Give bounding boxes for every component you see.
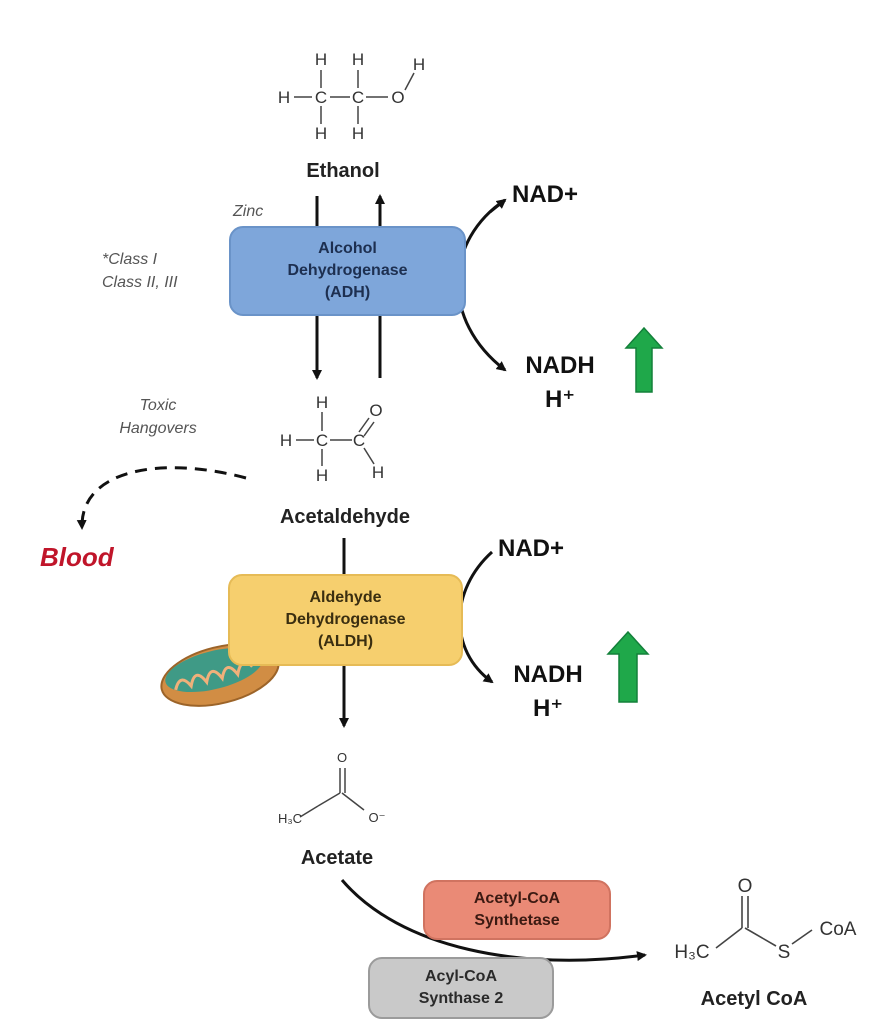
class-note: *Class I Class II, III xyxy=(102,248,178,294)
atom-label: C xyxy=(316,431,328,450)
enzyme-label-line: Aldehyde xyxy=(309,589,382,606)
atom-label: H xyxy=(280,431,292,450)
acyl-coa-synthase-2-box: Acyl-CoA Synthase 2 xyxy=(368,957,554,1019)
nadh-increase-arrow-bottom xyxy=(606,630,650,703)
enzyme-label-line: (ALDH) xyxy=(317,633,374,650)
atom-label: O xyxy=(337,750,347,765)
ethanol-label: Ethanol xyxy=(306,160,380,182)
aldh-enzyme-box: Aldehyde Dehydrogenase (ALDH) xyxy=(228,574,463,666)
nad-plus-top: NAD+ xyxy=(512,181,579,208)
zinc-note: Zinc xyxy=(233,203,264,220)
atom-label: O⁻ xyxy=(369,810,386,825)
enzyme-label-line: Dehydrogenase xyxy=(285,611,406,628)
atom-label: O xyxy=(738,876,753,897)
class-note-line: Class II, III xyxy=(102,274,178,291)
toxic-note-line: Toxic xyxy=(139,397,177,414)
atom-label: H xyxy=(315,124,327,143)
enzyme-label-line: (ADH) xyxy=(324,284,371,301)
acetyl-coa-synthetase-box: Acetyl-CoA Synthetase xyxy=(423,880,611,940)
atom-label: H xyxy=(315,50,327,69)
proton-label: H⁺ xyxy=(544,386,575,413)
atom-label: S xyxy=(778,942,791,963)
atom-label: CoA xyxy=(820,919,857,940)
acetate-to-acetylcoa-arrow xyxy=(340,879,647,962)
ethanol-structure xyxy=(294,70,415,124)
acetate-structure xyxy=(299,768,365,818)
proton-label: H⁺ xyxy=(532,695,563,722)
acetyl-coa-structure xyxy=(715,896,813,949)
toxic-hangovers-note: Toxic Hangovers xyxy=(119,394,196,440)
atom-label: O xyxy=(369,401,382,420)
acetyl-coa-label: Acetyl CoA xyxy=(700,988,808,1010)
enzyme-label-line: Dehydrogenase xyxy=(287,262,408,279)
nadh-bottom: NADH H⁺ xyxy=(513,658,582,726)
atom-label: O xyxy=(391,88,404,107)
class-note-line: *Class I xyxy=(102,251,158,268)
enzyme-label-line: Acetyl-CoA xyxy=(473,890,561,907)
atom-label: H₃C xyxy=(674,942,709,963)
blood-label: Blood xyxy=(40,542,114,572)
atom-label: H xyxy=(352,124,364,143)
atom-label: C xyxy=(315,88,327,107)
enzyme-label-line: Synthase 2 xyxy=(418,990,504,1007)
atom-label: H xyxy=(413,55,425,74)
nad-plus-bottom: NAD+ xyxy=(498,535,565,562)
atom-label: H xyxy=(278,88,290,107)
atom-label: H xyxy=(316,393,328,412)
nadh-increase-arrow-top xyxy=(624,326,664,393)
atom-label: C xyxy=(352,88,364,107)
atom-label: H xyxy=(316,466,328,485)
atom-label: H xyxy=(372,463,384,482)
acetaldehyde-structure xyxy=(296,412,375,466)
atom-label: H xyxy=(352,50,364,69)
enzyme-label-line: Alcohol xyxy=(318,240,377,257)
enzyme-label-line: Synthetase xyxy=(474,912,560,929)
atom-label: C xyxy=(353,431,365,450)
toxic-note-line: Hangovers xyxy=(119,420,197,437)
top-nad-tip xyxy=(489,198,507,214)
nadh-top: NADH H⁺ xyxy=(525,349,594,417)
nadh-label: NADH xyxy=(513,661,583,688)
adh-enzyme-box: Alcohol Dehydrogenase (ADH) xyxy=(229,226,466,316)
atom-label: H₃C xyxy=(278,811,302,826)
nadh-label: NADH xyxy=(525,352,595,379)
enzyme-label-line: Acyl-CoA xyxy=(424,968,497,985)
acetaldehyde-label: Acetaldehyde xyxy=(279,506,411,528)
acetate-label: Acetate xyxy=(300,847,374,869)
